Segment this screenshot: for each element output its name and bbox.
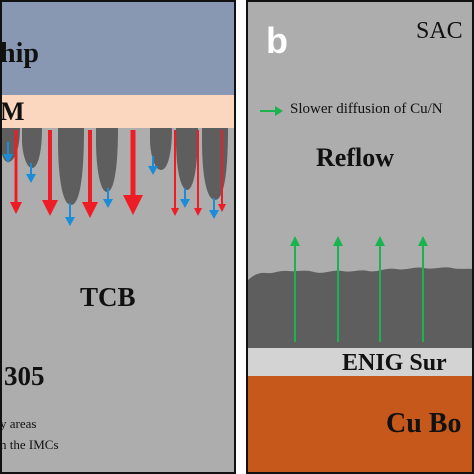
panel-a: hip M TCB 305 y areas n the IMCs: [0, 0, 236, 474]
legend-arrow: [260, 106, 283, 116]
imc-layer: [246, 267, 474, 348]
panel-a-graphic: [0, 0, 236, 474]
blue-arrow: [180, 188, 190, 208]
chip-label: hip: [0, 38, 39, 69]
blue-arrow: [3, 142, 13, 163]
imc-grain: [96, 128, 118, 192]
board-label: Cu Bo: [386, 408, 462, 439]
red-arrows: [10, 130, 226, 218]
legend-text: Slower diffusion of Cu/N: [290, 101, 443, 117]
green-arrow: [375, 236, 385, 342]
panel-b-graphic: [246, 0, 474, 474]
imc-grain: [22, 128, 42, 168]
blue-arrow: [26, 163, 36, 183]
blue-arrow: [209, 198, 219, 219]
process-label: Reflow: [316, 143, 394, 172]
process-label: TCB: [80, 282, 136, 312]
imc-grain: [176, 128, 198, 190]
solder-label: SAC: [416, 18, 463, 44]
cu-board-layer: [246, 376, 474, 474]
imc-grain: [58, 128, 84, 205]
imc-grain: [150, 128, 172, 170]
panel-letter: b: [266, 20, 288, 61]
panel-b: b SAC Slower diffusion of Cu/N Reflow EN…: [246, 0, 474, 474]
legend-line-1: y areas: [0, 416, 37, 431]
legend-line-2: n the IMCs: [0, 437, 59, 452]
green-arrows: [290, 236, 428, 342]
green-arrow: [290, 236, 300, 342]
green-arrow: [418, 236, 428, 342]
blue-arrow: [65, 203, 75, 226]
chip-layer: [0, 0, 236, 95]
blue-arrow: [103, 188, 113, 208]
ubm-label: M: [0, 97, 25, 126]
blue-arrow: [148, 156, 158, 175]
surface-label: ENIG Sur: [342, 350, 447, 376]
ubm-layer: [0, 95, 236, 128]
green-arrow: [333, 236, 343, 342]
solder-label: 305: [4, 361, 45, 391]
enig-layer: [246, 348, 474, 376]
blue-arrows: [3, 142, 219, 226]
